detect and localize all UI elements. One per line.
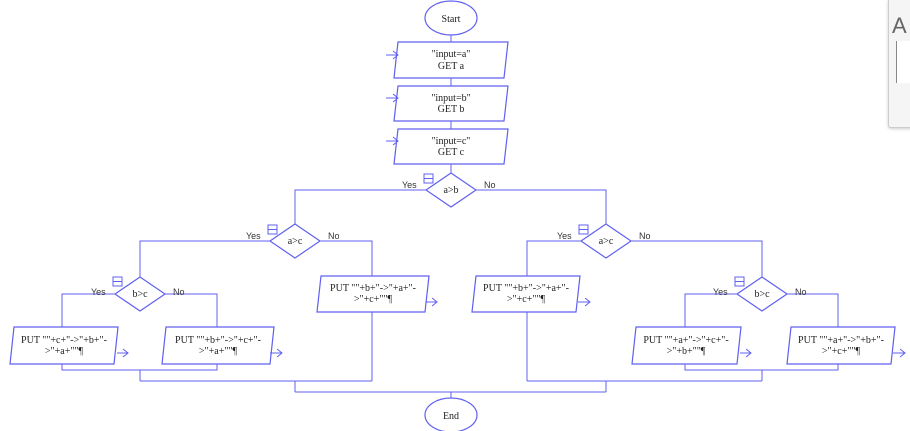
input-get: GET a [438, 61, 465, 72]
end-label: End [443, 411, 459, 422]
side-panel[interactable]: A [888, 0, 910, 128]
yes-label: Yes [246, 231, 261, 241]
no-label: No [173, 287, 185, 297]
input-get: GET b [438, 104, 465, 115]
decision-label: a>c [288, 236, 303, 247]
decision-a-gt-c-left[interactable]: a>c Yes No [246, 223, 340, 259]
output-text: PUT ""+b+"->"+a+"- [330, 283, 416, 294]
connectors [61, 35, 839, 398]
input-b[interactable]: "input=b" GET b [386, 85, 509, 122]
output-arrow-icon [270, 348, 283, 358]
output-text: PUT ""+b+"->"+c+"- [175, 335, 261, 346]
output-0[interactable]: PUT ""+c+"->"+b+"- >"+a+""¶ [9, 326, 129, 365]
input-arrow-icon [386, 50, 399, 60]
font-icon: A [892, 13, 907, 38]
decision-a-gt-b[interactable]: a>b Yes No [402, 172, 496, 208]
input-prompt: "input=c" [432, 136, 471, 147]
output-arrow-icon [740, 348, 752, 358]
decision-label: b>c [132, 289, 148, 300]
yes-label: Yes [402, 180, 417, 190]
decision-label: a>b [443, 185, 458, 196]
yes-label: Yes [557, 231, 572, 241]
output-4[interactable]: PUT ""+a+"->"+c+"- >"+b+""¶ [631, 326, 752, 365]
output-arrow-icon [117, 348, 129, 358]
decision-a-gt-c-right[interactable]: a>c Yes No [557, 223, 651, 259]
start-label: Start [442, 14, 461, 25]
output-2[interactable]: PUT ""+b+"->"+a+"- >"+c+""¶ [316, 275, 438, 313]
no-label: No [639, 231, 651, 241]
panel-input[interactable] [896, 41, 910, 83]
yes-label: Yes [91, 287, 106, 297]
output-text: PUT ""+a+"->"+b+"- [798, 335, 884, 346]
output-1[interactable]: PUT ""+b+"->"+c+"- >"+a+""¶ [161, 326, 283, 365]
decision-b-gt-c-left[interactable]: b>c Yes No [91, 276, 185, 312]
output-arrow-icon [578, 297, 591, 307]
output-text: >"+a+""¶ [199, 346, 238, 357]
output-text: PUT ""+c+"->"+b+"- [21, 335, 107, 346]
output-text: >"+c+""¶ [354, 294, 393, 305]
input-prompt: "input=a" [432, 49, 471, 60]
input-c[interactable]: "input=c" GET c [386, 128, 509, 165]
input-arrow-icon [386, 136, 399, 146]
output-text: >"+a+""¶ [45, 346, 84, 357]
input-prompt: "input=b" [431, 93, 470, 104]
decision-label: a>c [599, 236, 614, 247]
output-text: PUT ""+a+"->"+c+"- [643, 335, 728, 346]
output-text: >"+c+""¶ [822, 346, 861, 357]
output-3[interactable]: PUT ""+b+"->"+a+"- >"+c+""¶ [471, 275, 591, 313]
end-terminal[interactable]: End [424, 397, 478, 431]
start-terminal[interactable]: Start [424, 0, 478, 36]
output-text: PUT ""+b+"->"+a+"- [483, 283, 569, 294]
output-arrow-icon [893, 348, 906, 358]
no-label: No [795, 287, 807, 297]
yes-label: Yes [713, 287, 728, 297]
no-label: No [328, 231, 340, 241]
decision-label: b>c [754, 289, 770, 300]
no-label: No [484, 180, 496, 190]
input-get: GET c [438, 147, 465, 158]
input-arrow-icon [386, 93, 399, 103]
output-arrow-icon [426, 297, 438, 307]
input-a[interactable]: "input=a" GET a [386, 41, 509, 79]
decision-b-gt-c-right[interactable]: b>c Yes No [713, 276, 807, 312]
output-5[interactable]: PUT ""+a+"->"+b+"- >"+c+""¶ [786, 326, 906, 365]
output-text: >"+b+""¶ [667, 346, 706, 357]
output-text: >"+c+""¶ [507, 294, 546, 305]
